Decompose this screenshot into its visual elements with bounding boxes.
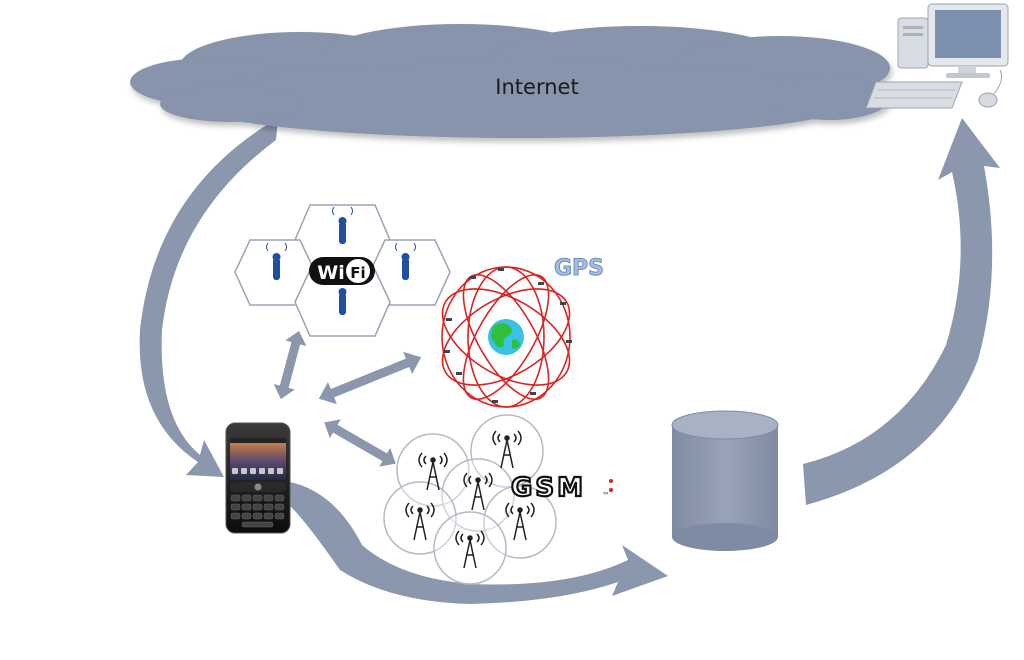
cell-tower-icon xyxy=(505,502,535,541)
smartphone-icon xyxy=(225,422,291,534)
wifi-cluster: Wi Fi xyxy=(234,204,451,337)
wifi-logo-left: Wi xyxy=(317,262,344,284)
database-icon xyxy=(671,410,779,551)
cell-tower-icon xyxy=(405,502,435,541)
gps-label: GPS xyxy=(554,256,604,281)
wifi-logo: Wi Fi xyxy=(309,257,375,285)
access-point-icon xyxy=(401,253,410,280)
gsm-cell xyxy=(483,485,557,559)
flow-arrows xyxy=(139,118,1000,604)
earth-globe-icon xyxy=(488,319,524,355)
access-point-icon xyxy=(272,253,281,280)
arrow-database-to-computer xyxy=(803,118,1000,505)
gsm-cell xyxy=(433,511,507,585)
connection-arrows xyxy=(271,329,423,469)
arrow-phone-gsm xyxy=(322,417,398,469)
wifi-logo-right: Fi xyxy=(350,264,365,282)
gsm-cell xyxy=(470,414,544,488)
internet-label: Internet xyxy=(495,75,578,99)
desktop-computer-icon xyxy=(865,3,1009,109)
cell-tower-icon xyxy=(492,430,522,469)
cell-tower-icon xyxy=(418,452,448,491)
access-point-icon xyxy=(338,217,347,244)
arrow-cloud-to-phone xyxy=(139,118,278,477)
cell-tower-icon xyxy=(463,472,493,511)
arrow-phone-wifi xyxy=(271,329,309,401)
arrow-phone-gps xyxy=(317,350,423,406)
gsm-trademark: ™ xyxy=(602,491,610,500)
gps-constellation xyxy=(441,266,572,408)
cell-tower-icon xyxy=(455,530,485,569)
gsm-cluster: GSM ™ xyxy=(383,414,613,585)
gsm-cell xyxy=(383,481,457,555)
gsm-logo: GSM xyxy=(511,473,586,503)
arrow-phone-to-database xyxy=(290,482,668,604)
access-point-icon xyxy=(338,288,347,315)
internet-cloud xyxy=(130,24,890,138)
